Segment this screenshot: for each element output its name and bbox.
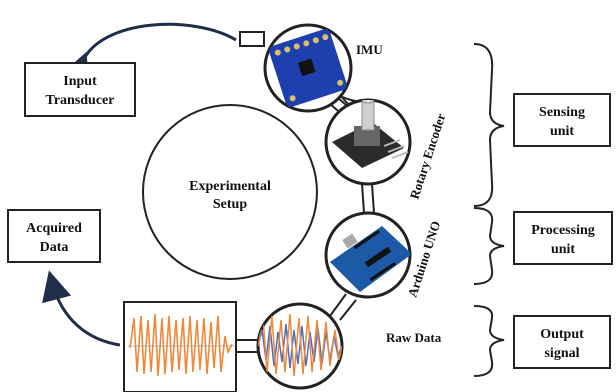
input-transducer-box: Input Transducer: [24, 62, 136, 117]
sensing-box-line2: unit: [550, 124, 574, 139]
imu-label: IMU: [356, 42, 383, 57]
acquired-arrow: [42, 270, 121, 347]
acquired-box-line2: Data: [40, 240, 69, 255]
processing-box-line2: unit: [551, 242, 575, 257]
experimental-setup-circle: [142, 104, 318, 280]
sensing-box-line1: Sensing: [539, 105, 585, 120]
arduino-board-icon: [330, 226, 410, 292]
encoder-node: [324, 98, 412, 186]
acquired-data-box: Acquired Data: [7, 209, 101, 263]
rotary-encoder-icon: [332, 100, 409, 168]
raw-data-node: [256, 302, 344, 390]
imu-connector: [239, 31, 265, 47]
output-brace: [473, 305, 505, 377]
imu-sensor-icon: [269, 29, 347, 107]
sensing-brace: [473, 43, 505, 207]
raw-waveform-panel: [123, 301, 237, 392]
imu-node: [263, 23, 353, 113]
output-box-line2: signal: [544, 346, 579, 361]
raw-signal-icon: [258, 313, 342, 377]
encoder-label: Rotary Encoder: [407, 111, 449, 201]
sensing-unit-box: Sensing unit: [513, 93, 611, 147]
center-label-line1: Experimental: [189, 179, 271, 194]
processing-brace: [473, 207, 505, 285]
input-arrow: [61, 22, 237, 86]
arduino-node: [324, 211, 412, 299]
processing-box-line1: Processing: [531, 223, 595, 238]
output-signal-box: Output signal: [513, 315, 611, 369]
output-box-line1: Output: [540, 327, 584, 342]
processing-unit-box: Processing unit: [513, 211, 613, 265]
input-box-line1: Input: [63, 74, 97, 89]
center-label-line2: Setup: [213, 197, 247, 212]
input-box-line2: Transducer: [46, 93, 115, 108]
raw-data-label: Raw Data: [386, 330, 442, 345]
acquired-box-line1: Acquired: [26, 221, 82, 236]
